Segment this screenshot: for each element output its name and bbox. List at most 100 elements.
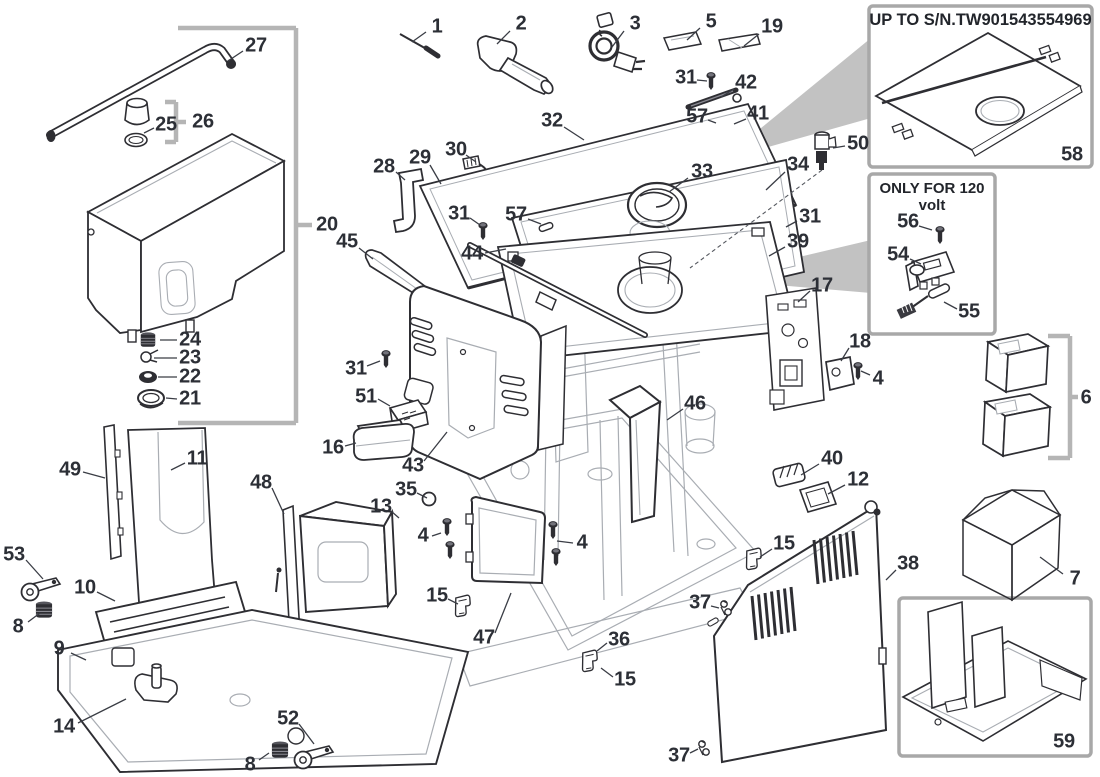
part-label-47: 47 bbox=[473, 626, 495, 649]
bracket-40 bbox=[772, 462, 806, 488]
part-label-21: 21 bbox=[179, 387, 201, 410]
part-label-23: 23 bbox=[179, 346, 201, 369]
screw-4c bbox=[548, 521, 558, 539]
part-label-49: 49 bbox=[59, 458, 81, 481]
part-label-57: 57 bbox=[686, 105, 708, 128]
part-label-7: 7 bbox=[1069, 567, 1081, 590]
part-label-55: 55 bbox=[958, 300, 980, 323]
drawer-front-16 bbox=[352, 419, 415, 461]
part-label-10: 10 bbox=[74, 576, 96, 599]
part-label-4: 4 bbox=[576, 531, 588, 554]
service-door-47 bbox=[465, 495, 547, 585]
part-label-27: 27 bbox=[245, 34, 267, 57]
part-label-40: 40 bbox=[821, 447, 843, 470]
part-label-36: 36 bbox=[608, 628, 630, 651]
part-label-31: 31 bbox=[345, 357, 367, 380]
base-tray-9 bbox=[57, 609, 470, 773]
part-label-31: 31 bbox=[675, 66, 697, 89]
part-label-39: 39 bbox=[787, 230, 809, 253]
rear-panel-38 bbox=[712, 500, 888, 764]
part-label-59: 59 bbox=[1053, 730, 1075, 753]
part-label-33: 33 bbox=[691, 160, 713, 183]
part-label-4: 4 bbox=[417, 524, 429, 547]
part-label-46: 46 bbox=[684, 392, 706, 415]
part-label-57: 57 bbox=[505, 203, 527, 226]
water-tank-handle bbox=[46, 43, 236, 142]
part-label-38: 38 bbox=[897, 552, 919, 575]
part-label-9: 9 bbox=[53, 637, 65, 660]
part-label-45: 45 bbox=[336, 230, 358, 253]
part-label-5: 5 bbox=[705, 10, 717, 33]
cover-plate-18 bbox=[825, 355, 855, 392]
part-label-43: 43 bbox=[402, 454, 424, 477]
part-label-41: 41 bbox=[747, 102, 769, 125]
part-label-4: 4 bbox=[872, 367, 884, 390]
bracket-20 bbox=[178, 25, 312, 426]
bracket-26 bbox=[165, 99, 186, 145]
box58-title: UP TO S/N.TW901543554969 bbox=[869, 11, 1092, 29]
part-label-8: 8 bbox=[12, 615, 24, 638]
part-label-22: 22 bbox=[179, 365, 201, 388]
screw-4d bbox=[551, 548, 561, 566]
part-label-19: 19 bbox=[761, 15, 783, 38]
part-label-51: 51 bbox=[355, 385, 377, 408]
pcb-17 bbox=[765, 287, 825, 411]
callout-box-120v bbox=[867, 172, 997, 336]
part-label-26: 26 bbox=[192, 110, 214, 133]
part-label-42: 42 bbox=[735, 71, 757, 94]
part-label-44: 44 bbox=[461, 242, 483, 265]
coffee-chute-46 bbox=[608, 384, 662, 524]
part-label-18: 18 bbox=[849, 330, 871, 353]
part-label-6: 6 bbox=[1080, 386, 1092, 409]
water-tank bbox=[86, 132, 286, 343]
part-label-31: 31 bbox=[448, 202, 470, 225]
tank-seal-stack bbox=[137, 331, 165, 409]
part-label-31: 31 bbox=[799, 205, 821, 228]
caster-53 bbox=[20, 577, 61, 602]
bracket-6 bbox=[1048, 333, 1078, 461]
part-label-48: 48 bbox=[250, 471, 272, 494]
part-label-37: 37 bbox=[668, 744, 690, 767]
part-label-53: 53 bbox=[3, 543, 25, 566]
measuring-scoop bbox=[476, 35, 554, 95]
part-label-15: 15 bbox=[426, 584, 448, 607]
cable-55 bbox=[896, 283, 951, 319]
part-label-28: 28 bbox=[373, 155, 395, 178]
foot-8a bbox=[35, 600, 53, 619]
part-label-13: 13 bbox=[370, 495, 392, 518]
part-label-58: 58 bbox=[1061, 143, 1083, 166]
part-label-34: 34 bbox=[787, 153, 809, 176]
part-label-8: 8 bbox=[244, 753, 256, 776]
part-label-14: 14 bbox=[53, 715, 75, 738]
part-label-12: 12 bbox=[847, 468, 869, 491]
callout-box-59 bbox=[897, 596, 1093, 758]
dreg-drawer-13 bbox=[298, 501, 397, 614]
part-label-25: 25 bbox=[155, 113, 177, 136]
hinge-bracket-28 bbox=[392, 167, 425, 234]
part-label-29: 29 bbox=[409, 146, 431, 169]
packing-foam-6 bbox=[982, 333, 1053, 458]
valve-50 bbox=[689, 131, 837, 269]
group-brackets bbox=[165, 25, 1078, 461]
front-housing-43 bbox=[403, 284, 567, 481]
part-label-56: 56 bbox=[897, 210, 919, 233]
carton-box-7 bbox=[961, 489, 1062, 602]
clip-37a bbox=[720, 600, 732, 616]
hinge-rod-44 bbox=[467, 221, 648, 338]
callout-box-58 bbox=[867, 4, 1094, 169]
part-label-52: 52 bbox=[277, 707, 299, 730]
o-ring-35 bbox=[421, 491, 437, 507]
screw-4b bbox=[445, 541, 455, 559]
part-label-50: 50 bbox=[847, 132, 869, 155]
part-label-20: 20 bbox=[316, 213, 338, 236]
part-label-30: 30 bbox=[445, 138, 467, 161]
clip-37b bbox=[698, 740, 710, 756]
part-label-35: 35 bbox=[395, 478, 417, 501]
part-label-37: 37 bbox=[689, 591, 711, 614]
part-label-15: 15 bbox=[773, 532, 795, 555]
label-strip-19 bbox=[718, 33, 761, 52]
screw-4e bbox=[853, 362, 863, 380]
connector-12 bbox=[798, 481, 838, 513]
